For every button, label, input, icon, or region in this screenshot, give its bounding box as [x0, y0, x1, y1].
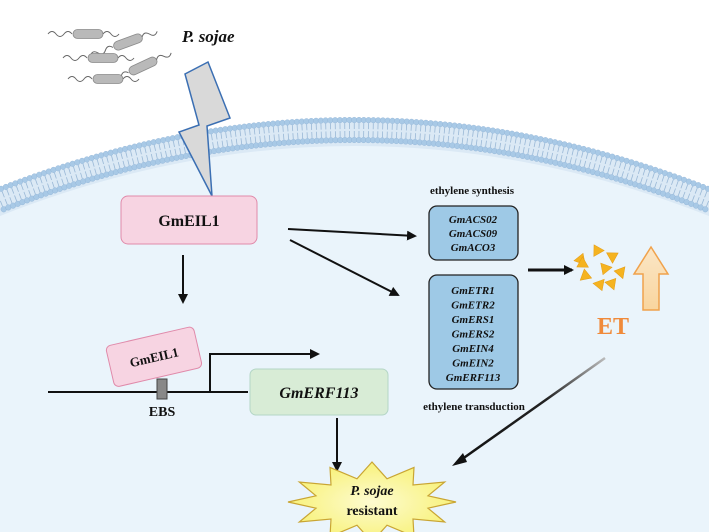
gmeil1-bound-box: [105, 326, 203, 387]
ebs-label: EBS: [149, 405, 176, 420]
gene-label: GmEIN2: [452, 358, 494, 370]
ebs-site: [156, 378, 168, 400]
gene-label: GmACS09: [449, 228, 498, 240]
outcome-line2: resistant: [346, 504, 397, 519]
ethylene-triangle-icon: [606, 252, 619, 264]
gmerf113-box: [249, 368, 389, 416]
ethylene-triangle-icon: [593, 244, 605, 257]
gmeil1-label: GmEIL1: [158, 213, 219, 230]
gmeil1-bound-group: GmEIL1: [105, 326, 203, 387]
ethylene-molecules-icon: [573, 244, 626, 292]
gene-label: GmERS1: [452, 314, 495, 326]
increase-arrow-icon: [632, 245, 670, 311]
ethylene-triangle-icon: [579, 268, 593, 281]
arrow-et-to-outcome: [457, 356, 606, 464]
gene-label: GmETR1: [451, 285, 494, 297]
transduction-gene-box: [428, 274, 519, 390]
outcome-line1: P. sojae: [350, 484, 393, 499]
ethylene-triangle-icon: [600, 262, 613, 276]
ethylene-triangle-icon: [604, 278, 617, 291]
pathogen-cell-icon: [62, 53, 135, 63]
pathogen-cells: [47, 29, 172, 84]
pathogen-cell-icon: [67, 74, 140, 84]
ethylene-triangle-icon: [592, 278, 605, 292]
gene-label: GmACS02: [449, 214, 498, 226]
arrow-to-transduction: [289, 239, 400, 296]
pathogen-cell-icon: [47, 29, 120, 39]
et-label: ET: [597, 314, 629, 340]
gene-label: GmERF113: [446, 372, 501, 384]
gene-label: GmACO3: [451, 242, 496, 254]
arrow-et-to-outcome-head: [452, 453, 467, 466]
pathogen-label: P. sojae: [181, 27, 235, 46]
gene-label: GmETR2: [451, 300, 495, 312]
arrow-to-synthesis: [287, 228, 417, 241]
synthesis-gene-box: [428, 205, 519, 261]
ethylene-triangle-icon: [576, 256, 589, 268]
gene-label: GmERS2: [452, 329, 495, 341]
cell-membrane: [0, 116, 709, 216]
transcription-arrow: [209, 349, 320, 392]
gmerf113-label: GmERF113: [279, 385, 358, 402]
transduction-title: ethylene transduction: [423, 401, 525, 413]
ethylene-triangle-icon: [613, 266, 626, 280]
gene-label: GmEIN4: [452, 343, 494, 355]
resistance-burst-icon: [287, 461, 457, 532]
transduction-gene-list: GmETR1GmETR2GmERS1GmERS2GmEIN4GmEIN2GmER…: [446, 285, 501, 384]
lightning-bolt-icon: [177, 60, 231, 197]
synthesis-title: ethylene synthesis: [430, 185, 515, 197]
gmeil1-box: [120, 195, 258, 245]
